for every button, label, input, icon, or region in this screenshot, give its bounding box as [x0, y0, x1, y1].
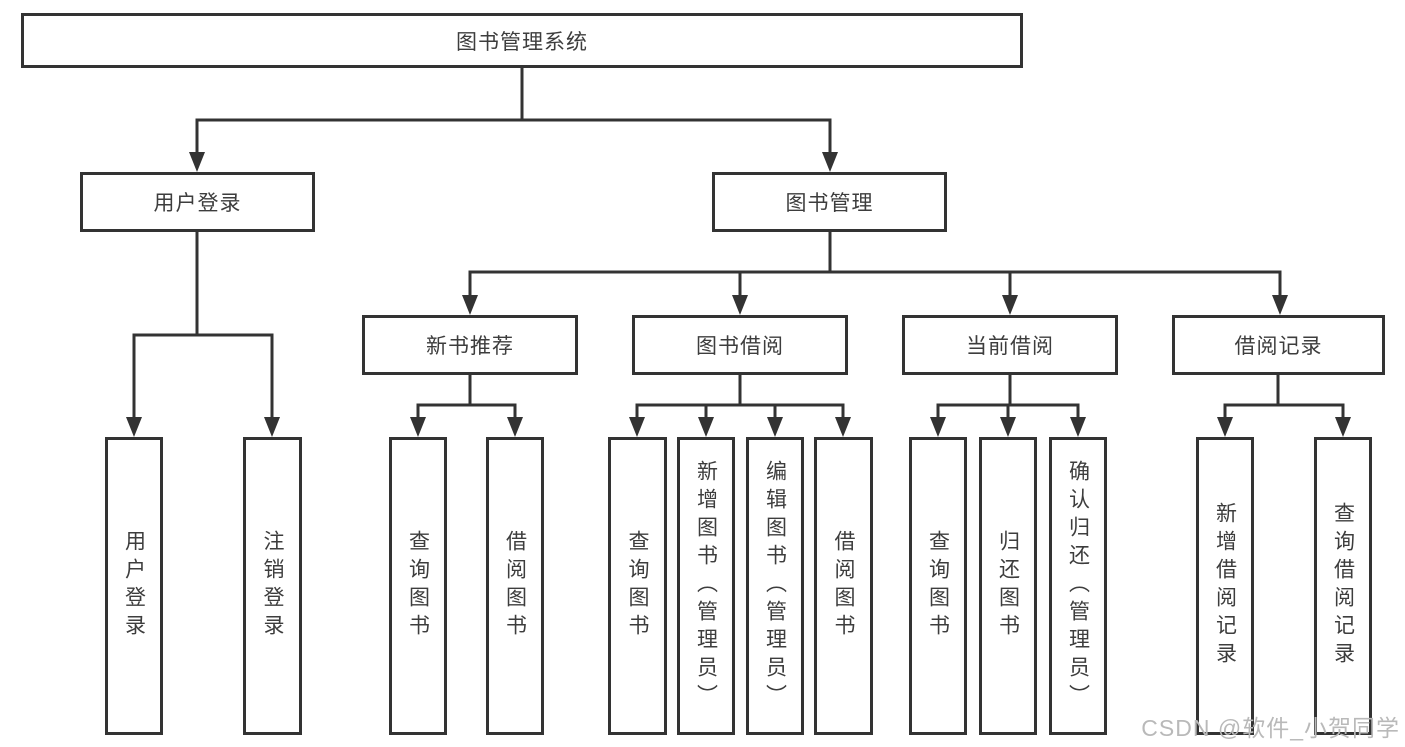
node-label: 确认归还（管理员） — [1066, 460, 1090, 712]
node-label: 新书推荐 — [426, 335, 514, 358]
node-label: 编辑图书（管理员） — [763, 460, 787, 712]
node-label: 查询图书 — [626, 530, 650, 642]
fork-current-borrow — [930, 373, 1086, 437]
node-leaf-user-login: 用户登录 — [105, 437, 163, 735]
fork-book-borrow — [629, 373, 851, 437]
fork-user-login — [126, 230, 280, 437]
node-label: 用户登录 — [122, 530, 146, 642]
arrowhead-down-icon — [264, 417, 280, 437]
fork-new-book-recommend — [410, 373, 523, 437]
arrowhead-down-icon — [822, 152, 838, 172]
node-leaf-return-books: 归还图书 — [979, 437, 1037, 735]
node-label: 查询图书 — [926, 530, 950, 642]
arrowhead-down-icon — [1272, 295, 1288, 315]
arrowhead-down-icon — [410, 417, 426, 437]
arrowhead-down-icon — [835, 417, 851, 437]
arrowhead-down-icon — [629, 417, 645, 437]
arrowhead-down-icon — [507, 417, 523, 437]
arrowhead-down-icon — [1000, 417, 1016, 437]
arrowhead-down-icon — [1335, 417, 1351, 437]
node-leaf-logout: 注销登录 — [243, 437, 302, 735]
fork-root — [189, 66, 838, 172]
node-label: 新增图书（管理员） — [694, 460, 718, 712]
node-leaf-add-books-admin: 新增图书（管理员） — [677, 437, 735, 735]
node-label: 借阅图书 — [503, 530, 527, 642]
node-label: 新增借阅记录 — [1213, 502, 1237, 670]
node-label: 用户登录 — [153, 192, 242, 215]
fork-book-mgmt — [462, 230, 1288, 315]
node-label: 图书借阅 — [696, 335, 784, 358]
node-label: 注销登录 — [261, 530, 285, 642]
arrowhead-down-icon — [189, 152, 205, 172]
node-label: 借阅记录 — [1234, 335, 1323, 358]
node-leaf-borrow-books-rec: 借阅图书 — [486, 437, 544, 735]
node-leaf-query-books-current: 查询图书 — [909, 437, 967, 735]
arrowhead-down-icon — [1070, 417, 1086, 437]
node-user-login-module: 用户登录 — [80, 172, 315, 232]
arrowhead-down-icon — [732, 295, 748, 315]
node-book-borrow: 图书借阅 — [632, 315, 848, 375]
node-borrow-records: 借阅记录 — [1172, 315, 1385, 375]
node-leaf-add-borrow-record: 新增借阅记录 — [1196, 437, 1254, 735]
node-system-root: 图书管理系统 — [21, 13, 1023, 68]
node-label: 当前借阅 — [966, 335, 1054, 358]
node-label: 归还图书 — [996, 530, 1020, 642]
node-label: 图书管理系统 — [456, 30, 588, 54]
node-leaf-confirm-return-admin: 确认归还（管理员） — [1049, 437, 1107, 735]
node-current-borrow: 当前借阅 — [902, 315, 1118, 375]
node-label: 查询借阅记录 — [1331, 502, 1355, 670]
fork-borrow-records — [1217, 373, 1351, 437]
node-book-mgmt-module: 图书管理 — [712, 172, 947, 232]
arrowhead-down-icon — [930, 417, 946, 437]
csdn-watermark: CSDN @软件_小贺同学 — [1141, 715, 1400, 741]
arrowhead-down-icon — [1217, 417, 1233, 437]
node-label: 借阅图书 — [832, 530, 856, 642]
node-leaf-query-books-rec: 查询图书 — [389, 437, 447, 735]
node-leaf-query-books-borrow: 查询图书 — [608, 437, 667, 735]
arrowhead-down-icon — [1002, 295, 1018, 315]
node-leaf-query-borrow-record: 查询借阅记录 — [1314, 437, 1372, 735]
node-label: 查询图书 — [406, 530, 430, 642]
node-leaf-edit-books-admin: 编辑图书（管理员） — [746, 437, 804, 735]
node-leaf-borrow-books: 借阅图书 — [814, 437, 873, 735]
arrowhead-down-icon — [767, 417, 783, 437]
node-label: 图书管理 — [785, 192, 874, 215]
node-new-book-recommend: 新书推荐 — [362, 315, 578, 375]
arrowhead-down-icon — [126, 417, 142, 437]
arrowhead-down-icon — [698, 417, 714, 437]
arrowhead-down-icon — [462, 295, 478, 315]
